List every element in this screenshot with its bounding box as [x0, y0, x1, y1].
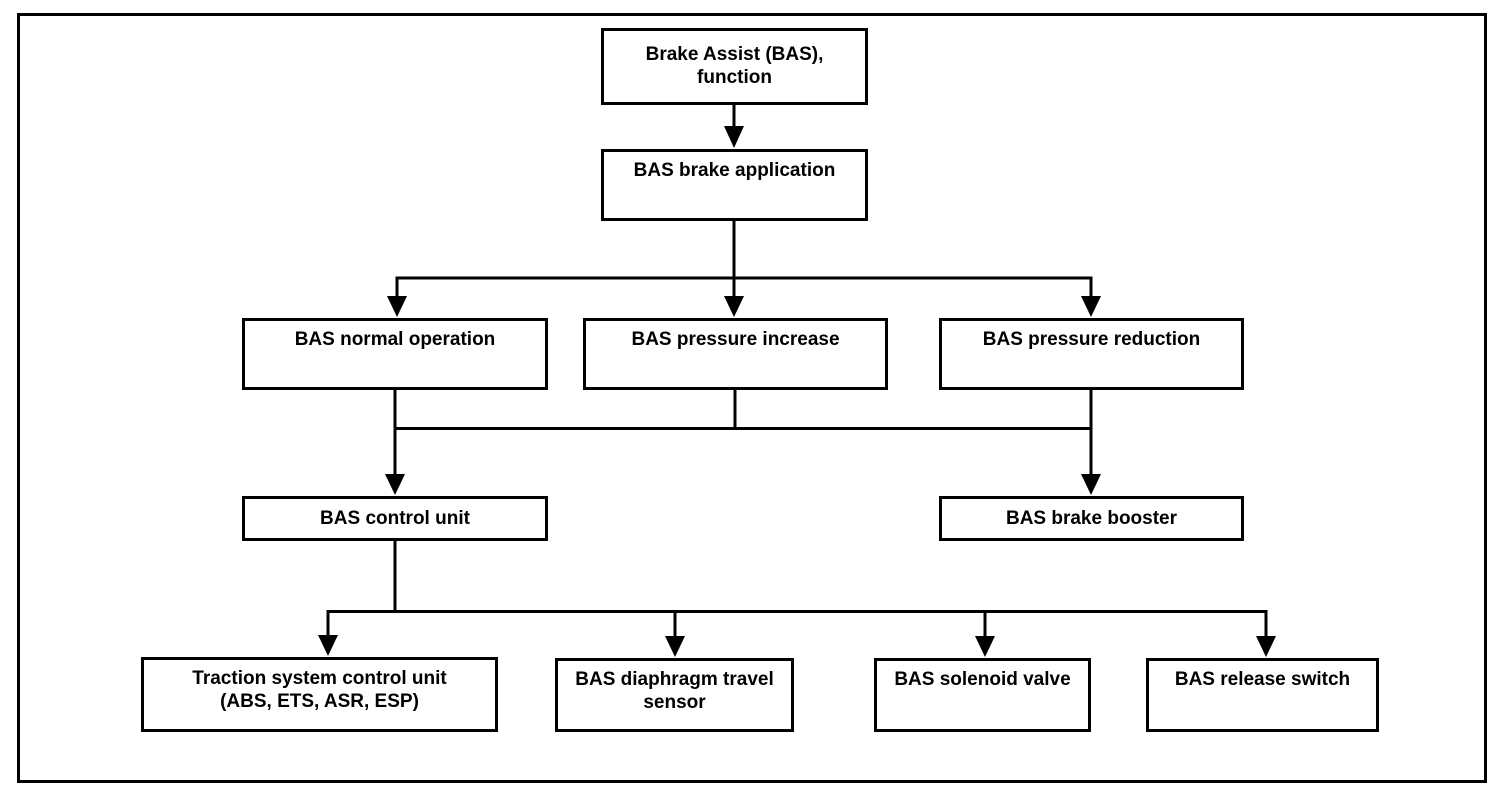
- node-brake-assist-function: Brake Assist (BAS), function: [601, 28, 868, 105]
- edge-brake-application-to-row3: [387, 221, 1101, 317]
- node-bas-normal-operation: BAS normal operation: [242, 318, 548, 390]
- node-bas-pressure-reduction: BAS pressure reduction: [939, 318, 1244, 390]
- arrowhead: [665, 636, 685, 657]
- node-bas-release-switch: BAS release switch: [1146, 658, 1379, 732]
- node-traction-system-control-unit: Traction system control unit (ABS, ETS, …: [141, 657, 498, 732]
- node-bas-brake-application: BAS brake application: [601, 149, 868, 221]
- arrowhead: [724, 296, 744, 317]
- node-bas-diaphragm-travel-sensor: BAS diaphragm travel sensor: [555, 658, 794, 732]
- node-bas-solenoid-valve: BAS solenoid valve: [874, 658, 1091, 732]
- arrowhead: [1256, 636, 1276, 657]
- edge-function-to-brake-application: [724, 104, 744, 148]
- arrowhead: [1081, 474, 1101, 495]
- node-bas-brake-booster: BAS brake booster: [939, 496, 1244, 541]
- arrowhead: [387, 296, 407, 317]
- node-bas-control-unit: BAS control unit: [242, 496, 548, 541]
- arrowhead: [975, 636, 995, 657]
- diagram-border: [17, 13, 1487, 783]
- arrowhead: [385, 474, 405, 495]
- arrowhead: [724, 126, 744, 148]
- edge-control-unit-to-row5: [318, 540, 1276, 657]
- arrowhead: [1081, 296, 1101, 317]
- arrowhead: [318, 635, 338, 656]
- edge-row3-to-control-unit-and-brake-booster: [385, 390, 1101, 495]
- node-bas-pressure-increase: BAS pressure increase: [583, 318, 888, 390]
